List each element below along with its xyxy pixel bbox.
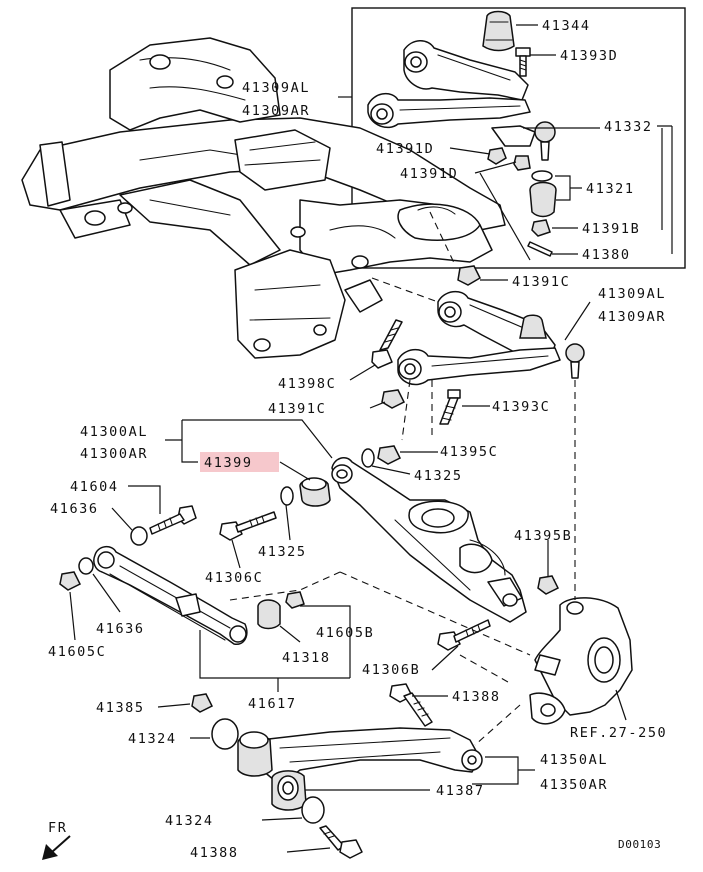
nut-41605b (285, 591, 305, 609)
label-fr: FR (48, 820, 67, 836)
nut-41391d-b (513, 155, 531, 171)
label-41617[interactable]: 41617 (248, 696, 297, 712)
label-41309ar-mid[interactable]: 41309AR (598, 309, 666, 325)
part-labels: 41344 41393D 41309AL 41309AR 41332 41391… (48, 18, 667, 861)
bushing-41318 (257, 599, 281, 630)
label-41395c[interactable]: 41395C (440, 444, 498, 460)
label-41309al-mid[interactable]: 41309AL (598, 286, 666, 302)
label-41324-a[interactable]: 41324 (128, 731, 177, 747)
label-41393c[interactable]: 41393C (492, 399, 550, 415)
label-41398c[interactable]: 41398C (278, 376, 336, 392)
arrow-down-left-icon (42, 835, 71, 860)
label-41604[interactable]: 41604 (70, 479, 119, 495)
label-41350ar[interactable]: 41350AR (540, 777, 608, 793)
bolt-41306b (437, 619, 491, 651)
lower-arm-41300a (331, 457, 527, 623)
nut-41395c (377, 445, 402, 465)
bushing-41321 (529, 181, 557, 218)
label-41300ar[interactable]: 41300AR (80, 446, 148, 462)
knuckle-hub (529, 597, 633, 725)
label-41387[interactable]: 41387 (436, 783, 485, 799)
label-41391d-a[interactable]: 41391D (376, 141, 434, 157)
label-41300al[interactable]: 41300AL (80, 424, 148, 440)
nut-41391c-a (457, 265, 481, 286)
highlight-41399 (200, 452, 279, 472)
bolt-41306c (219, 511, 277, 541)
label-41605b[interactable]: 41605B (316, 625, 374, 641)
washer-41325-a (361, 448, 375, 468)
bolt-41398c (371, 319, 403, 369)
nut-41391b (531, 219, 551, 237)
bolt-41393d (515, 47, 531, 77)
label-41325-b[interactable]: 41325 (258, 544, 307, 560)
label-41321[interactable]: 41321 (586, 181, 635, 197)
label-41309al-top[interactable]: 41309AL (242, 80, 310, 96)
washer-41325-b (280, 486, 294, 506)
label-41636-a[interactable]: 41636 (50, 501, 99, 517)
bushing-41399 (299, 477, 331, 507)
bump-stopper (482, 10, 515, 52)
label-41391d-b[interactable]: 41391D (400, 166, 458, 182)
alignment-dashes (229, 211, 576, 746)
label-41385[interactable]: 41385 (96, 700, 145, 716)
bolt-41388-b (319, 825, 363, 859)
label-41388-b[interactable]: 41388 (190, 845, 239, 861)
washer-41324-a (211, 718, 239, 750)
label-41306b[interactable]: 41306B (362, 662, 420, 678)
label-41395b[interactable]: 41395B (514, 528, 572, 544)
rear-subframe (21, 37, 506, 359)
ball-joint-main (565, 343, 585, 363)
nut-41391d-a (487, 147, 507, 165)
label-41325-a[interactable]: 41325 (414, 468, 463, 484)
bolt-41604 (149, 505, 197, 535)
label-41399[interactable]: 41399 (204, 455, 253, 471)
label-41309ar-top[interactable]: 41309AR (242, 103, 310, 119)
label-41344[interactable]: 41344 (542, 18, 591, 34)
leader-lines (69, 24, 673, 853)
bolt-41393c (439, 389, 461, 425)
drawing-code: D00103 (618, 838, 661, 851)
inset-upper-arm-assembly (367, 10, 557, 257)
nut-41395b (537, 575, 560, 595)
bushing-41387 (237, 731, 307, 811)
label-41380[interactable]: 41380 (582, 247, 631, 263)
upper-arm-41309a (397, 290, 585, 386)
bolt-41388-a (389, 683, 433, 727)
toe-arm-41617 (93, 546, 248, 645)
nut-41391c-b (381, 389, 406, 409)
label-41391c-b[interactable]: 41391C (268, 401, 326, 417)
label-41605c[interactable]: 41605C (48, 644, 106, 660)
label-41350al[interactable]: 41350AL (540, 752, 608, 768)
washer-41636-b (78, 557, 94, 575)
ball-joint-41332 (491, 121, 556, 161)
label-41324-b[interactable]: 41324 (165, 813, 214, 829)
cotter-pin-41380 (527, 241, 553, 257)
label-41388-a[interactable]: 41388 (452, 689, 501, 705)
cap-41385 (191, 693, 214, 713)
label-41318[interactable]: 41318 (282, 650, 331, 666)
label-ref-27-250[interactable]: REF.27-250 (570, 725, 667, 741)
washer-41324-b (301, 796, 325, 824)
label-41306c[interactable]: 41306C (205, 570, 263, 586)
nut-41605c (59, 571, 82, 591)
label-41332[interactable]: 41332 (604, 119, 653, 135)
label-41391b[interactable]: 41391B (582, 221, 640, 237)
label-41393d[interactable]: 41393D (560, 48, 618, 64)
washer-41636-a (130, 526, 148, 546)
label-41391c-a[interactable]: 41391C (512, 274, 570, 290)
label-41636-b[interactable]: 41636 (96, 621, 145, 637)
